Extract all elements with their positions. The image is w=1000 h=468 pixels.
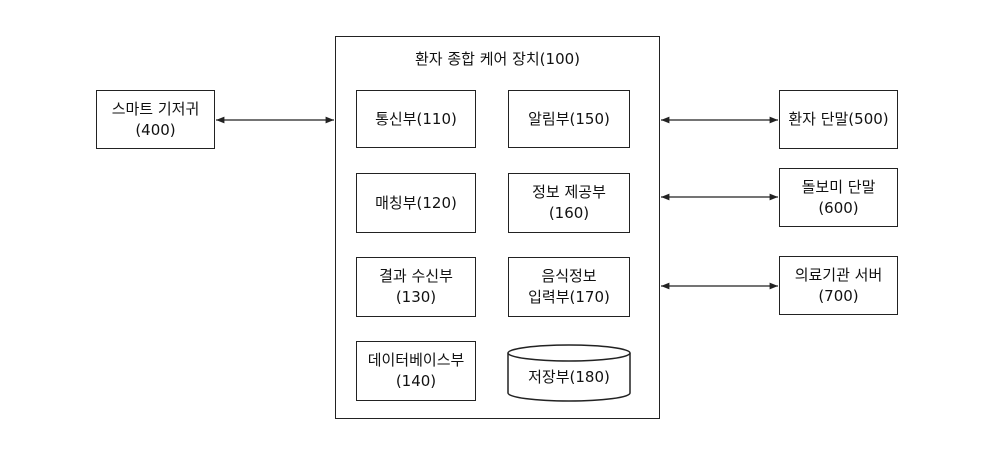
notification-unit-box: 알림부(150) — [508, 90, 630, 148]
notification-unit-label: 알림부(150) — [528, 109, 610, 128]
database-unit-label-line1: 데이터베이스부 — [367, 351, 465, 369]
result-receiving-unit-box: 결과 수신부 (130) — [356, 257, 476, 317]
hospital-server-label-line2: (700) — [818, 286, 859, 305]
patient-terminal-label: 환자 단말(500) — [788, 110, 889, 128]
patient-care-device-box — [335, 36, 660, 419]
caregiver-terminal-box: 돌보미 단말 (600) — [779, 168, 898, 227]
food-info-input-unit-label-line2: 입력부(170) — [528, 288, 610, 306]
information-providing-unit-label-line2: (160) — [548, 204, 590, 222]
information-providing-unit-box: 정보 제공부 (160) — [508, 173, 630, 233]
smart-diaper-label-line1: 스마트 기저귀 — [111, 99, 200, 118]
patient-care-device-title: 환자 종합 케어 장치(100) — [414, 50, 581, 68]
caregiver-terminal-label-line2: (600) — [818, 198, 859, 217]
storage-unit-label: 저장부(180) — [528, 368, 610, 386]
food-info-input-unit-label-line1: 음식정보 — [541, 267, 597, 285]
hospital-server-label-line1: 의료기관 서버 — [794, 265, 883, 284]
result-receiving-unit-label-line2: (130) — [395, 288, 437, 306]
result-receiving-unit-label-line1: 결과 수신부 — [379, 267, 453, 285]
hospital-server-box: 의료기관 서버 (700) — [779, 256, 898, 315]
communication-unit-box: 통신부(110) — [356, 90, 476, 148]
patient-terminal-box: 환자 단말(500) — [779, 90, 898, 149]
database-unit-box: 데이터베이스부 (140) — [356, 341, 476, 401]
smart-diaper-label-line2: (400) — [135, 120, 176, 139]
information-providing-unit-label-line1: 정보 제공부 — [532, 183, 606, 201]
smart-diaper-box: 스마트 기저귀 (400) — [96, 90, 215, 149]
database-unit-label-line2: (140) — [395, 372, 437, 390]
food-info-input-unit-box: 음식정보 입력부(170) — [508, 257, 630, 317]
caregiver-terminal-label-line1: 돌보미 단말 — [801, 177, 876, 196]
matching-unit-label: 매칭부(120) — [375, 193, 457, 212]
communication-unit-label: 통신부(110) — [375, 109, 457, 128]
matching-unit-box: 매칭부(120) — [356, 173, 476, 233]
